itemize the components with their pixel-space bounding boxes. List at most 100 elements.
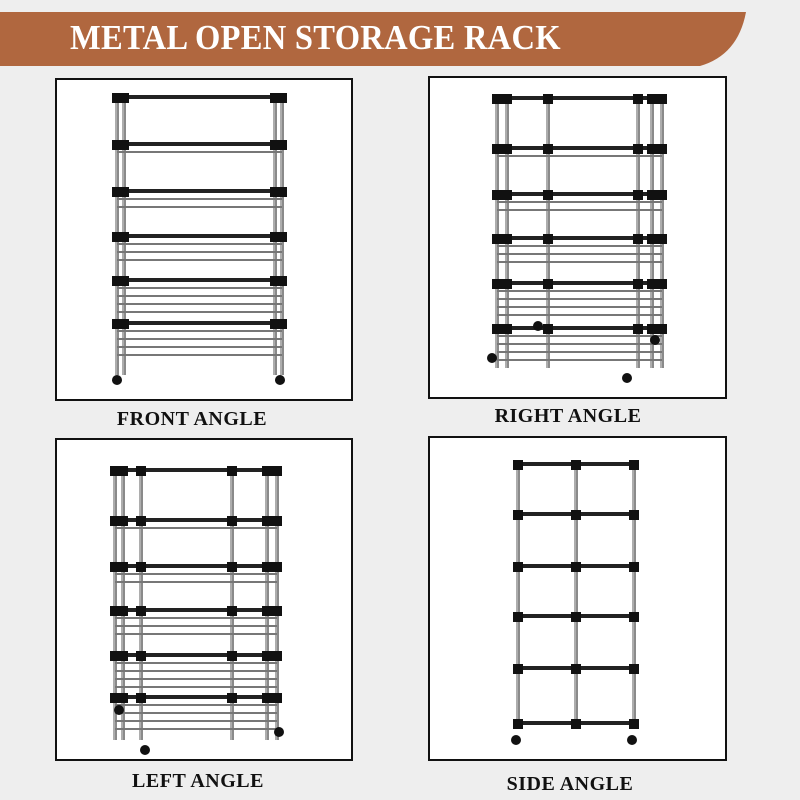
shelf-connector [272,606,282,616]
shelf-connector [571,664,581,674]
shelf-connector [227,606,237,616]
shelf-connector [119,276,129,286]
shelf-connector [262,651,272,661]
shelf-connector [227,466,237,476]
shelf-connector [272,562,282,572]
shelf-connector [647,190,657,200]
shelf-connector [136,562,146,572]
shelf-connector [277,93,287,103]
shelf-connector [543,144,553,154]
shelf-connector [136,651,146,661]
title-banner [0,12,746,66]
shelf-connector [629,719,639,729]
shelf-connector [110,693,120,703]
shelf-connector [277,319,287,329]
shelf-connector [657,190,667,200]
shelf-connector [629,612,639,622]
shelf-connector [118,651,128,661]
shelf-connector [647,144,657,154]
shelf-connector [119,232,129,242]
shelf-connector [272,693,282,703]
right-angle-image [428,76,727,399]
shelf-connector [502,94,512,104]
shelf-connector [227,651,237,661]
shelf-connector [629,664,639,674]
shelf-connector [502,324,512,334]
shelf-connector [272,466,282,476]
left-angle-label: LEFT ANGLE [132,770,264,792]
shelf-connector [112,187,122,197]
shelf-connector [118,466,128,476]
shelf-connector [270,319,280,329]
wheel [275,375,285,385]
side-angle-label: SIDE ANGLE [506,773,634,795]
shelf-connector [492,279,502,289]
shelf-connector [657,144,667,154]
right-angle-label: RIGHT ANGLE [494,405,642,427]
side-angle-image [428,436,727,761]
shelf-connector [262,693,272,703]
shelf-connector [110,651,120,661]
shelf-connector [657,279,667,289]
shelf-connector [110,606,120,616]
shelf-connector [272,516,282,526]
wheel [622,373,632,383]
shelf-connector [543,234,553,244]
shelf-connector [277,276,287,286]
front-angle-image [55,78,353,401]
shelf-connector [633,279,643,289]
shelf-connector [136,516,146,526]
shelf-connector [633,190,643,200]
wheel [227,693,237,703]
shelf-connector [277,187,287,197]
shelf-connector [543,190,553,200]
shelf-connector [112,93,122,103]
shelf-connector [543,94,553,104]
shelf-connector [571,510,581,520]
shelf-connector [657,234,667,244]
shelf-connector [633,324,643,334]
shelf-connector [513,664,523,674]
shelf-connector [112,140,122,150]
page-title: METAL OPEN STORAGE RACK [70,18,561,57]
shelf-connector [118,693,128,703]
shelf-connector [657,94,667,104]
wheel [487,353,497,363]
shelf-connector [119,187,129,197]
shelf-connector [119,140,129,150]
wheel [650,335,660,345]
shelf-connector [118,516,128,526]
shelf-connector [647,324,657,334]
shelf-connector [110,562,120,572]
shelf-connector [629,562,639,572]
shelf-connector [262,606,272,616]
wheel [533,321,543,331]
shelf-connector [270,276,280,286]
shelf-connector [270,232,280,242]
shelf-connector [513,719,523,729]
shelf-connector [492,94,502,104]
shelf-connector [136,466,146,476]
shelf-connector [657,324,667,334]
shelf-connector [262,466,272,476]
shelf-connector [647,279,657,289]
shelf-connector [571,460,581,470]
shelf-connector [262,562,272,572]
shelf-connector [270,187,280,197]
shelf-connector [227,516,237,526]
front-angle-label: FRONT ANGLE [116,408,268,430]
shelf-connector [262,516,272,526]
shelf-connector [513,562,523,572]
shelf-connector [492,324,502,334]
wheel [274,727,284,737]
shelf-connector [571,719,581,729]
shelf-connector [118,606,128,616]
shelf-connector [629,510,639,520]
shelf-connector [112,319,122,329]
shelf-connector [277,140,287,150]
shelf-connector [513,612,523,622]
shelf-connector [629,460,639,470]
wheel [627,735,637,745]
shelf-connector [647,94,657,104]
shelf-connector [112,232,122,242]
